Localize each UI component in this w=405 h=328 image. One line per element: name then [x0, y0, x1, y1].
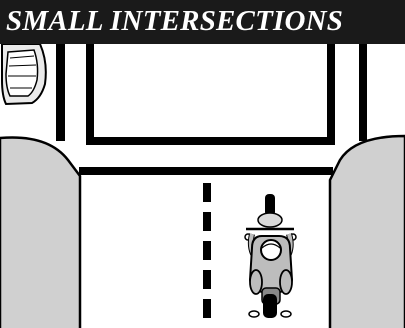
center-dash [203, 270, 211, 289]
right-curb [328, 134, 405, 328]
motorcycle-icon [244, 194, 297, 318]
center-lane-dashes [203, 183, 211, 318]
cross-street-right-edge [359, 44, 367, 141]
rear-wheel [263, 294, 277, 318]
center-dash [203, 299, 211, 318]
car-icon [0, 44, 47, 106]
left-curb [0, 136, 82, 328]
diagram-title: SMALL INTERSECTIONS [6, 5, 344, 37]
stop-line [79, 167, 333, 175]
intersection-scene [0, 44, 405, 328]
center-dash [203, 241, 211, 260]
rider-helmet [260, 239, 282, 261]
front-wheel [265, 194, 275, 216]
cross-street-left-edge [56, 44, 65, 141]
crosswalk-box [86, 44, 335, 145]
title-bar: SMALL INTERSECTIONS [0, 0, 405, 44]
center-dash [203, 212, 211, 231]
center-dash [203, 183, 211, 202]
